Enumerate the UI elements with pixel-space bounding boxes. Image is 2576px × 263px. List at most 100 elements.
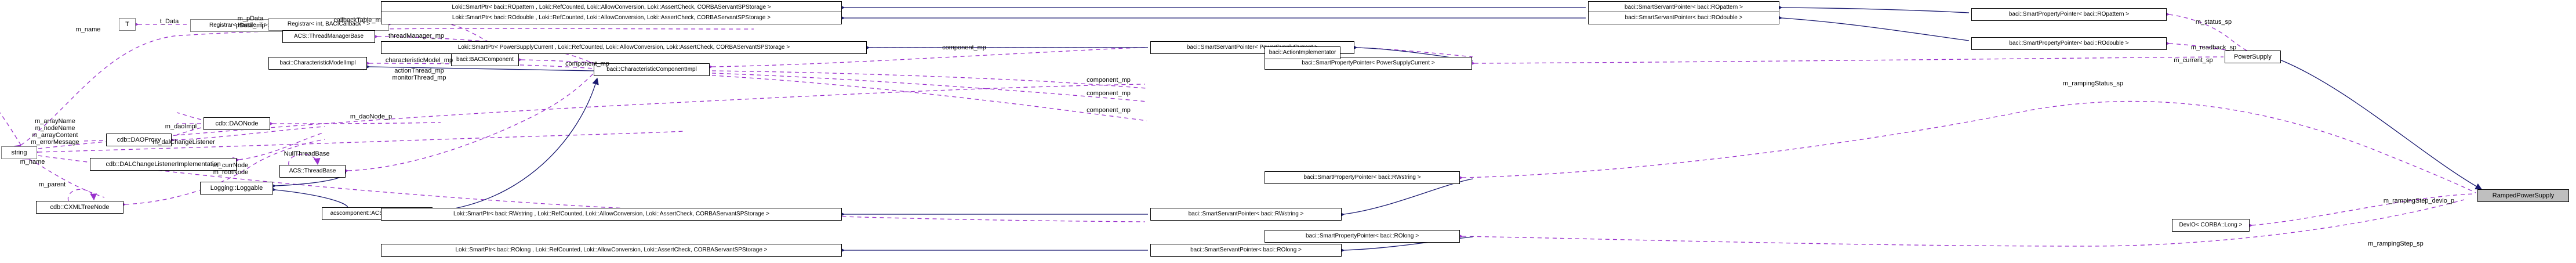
- label-text: component_mp: [1087, 90, 1131, 97]
- label-text: t_Data: [159, 18, 179, 25]
- edge-label-m-name-2: m_name: [20, 159, 45, 165]
- label-text: m_parent: [38, 181, 66, 188]
- label-text: component_mp: [1087, 77, 1131, 84]
- label-text: m_rampingStatus_sp: [2063, 80, 2123, 87]
- node-baci-smartpropertypointer-rodouble[interactable]: baci::SmartPropertyPointer< baci::ROdoub…: [1971, 37, 2167, 50]
- label-text: m_daoNode_p: [350, 113, 393, 120]
- node-baci-smartpropertypointer-rolong[interactable]: baci::SmartPropertyPointer< baci::ROlong…: [1265, 230, 1460, 243]
- edge-label-m-parent: m_parent: [39, 182, 66, 188]
- node-label: baci::SmartPropertyPointer< baci::ROpatt…: [2008, 11, 2130, 17]
- node-label: ACS::ThreadManagerBase: [293, 33, 364, 39]
- node-baci-smartpropertypointer-powersupplycurrent[interactable]: baci::SmartPropertyPointer< PowerSupplyC…: [1265, 57, 1472, 70]
- label-text: component_mp: [942, 44, 986, 51]
- node-label: baci::SmartPropertyPointer< baci::ROlong…: [1305, 233, 1419, 239]
- node-baci-smartpropertypointer-ropattern[interactable]: baci::SmartPropertyPointer< baci::ROpatt…: [1971, 8, 2167, 21]
- label-text: actionThread_mp monitorThread_mp: [392, 67, 446, 81]
- node-cdb-daonode[interactable]: cdb::DAONode: [204, 117, 270, 130]
- node-label: cdb::CXMLTreeNode: [50, 203, 110, 211]
- node-baci-characteristicmodelimpl[interactable]: baci::CharacteristicModelImpl: [268, 57, 367, 70]
- label-text: m_status_sp: [2195, 19, 2232, 26]
- node-label: Loki::SmartPtr< baci::ROdouble , Loki::R…: [452, 15, 771, 21]
- node-label: Logging::Loggable: [210, 184, 263, 192]
- node-label: cdb::DAONode: [215, 120, 259, 127]
- node-cdb-daoproxy[interactable]: cdb::DAOProxy: [106, 134, 172, 146]
- label-text: callbackTable_m: [333, 17, 381, 24]
- node-acs-threadbase[interactable]: ACS::ThreadBase: [279, 165, 346, 178]
- node-label: cdb::DAOProxy: [117, 136, 161, 143]
- node-baci-smartservantpointer-rwstring[interactable]: baci::SmartServantPointer< baci::RWstrin…: [1150, 208, 1342, 221]
- node-label: Loki::SmartPtr< baci::ROpattern , Loki::…: [452, 4, 771, 10]
- node-powersupply[interactable]: PowerSupply: [2225, 51, 2281, 63]
- edge-label-m-currnode-rootnode: m_currNode m_rootNode: [213, 162, 249, 176]
- node-label: Loki::SmartPtr< PowerSupplyCurrent , Lok…: [457, 44, 790, 51]
- node-label: T: [125, 20, 129, 28]
- node-acs-threadmanagerbase[interactable]: ACS::ThreadManagerBase: [282, 30, 375, 43]
- node-label: baci::SmartPropertyPointer< baci::RWstri…: [1303, 174, 1421, 181]
- node-label: baci::ActionImplementator: [1269, 49, 1336, 56]
- label-text: m_dalChangeListener: [152, 139, 215, 146]
- label-text: characteristicModel_mp: [385, 57, 453, 64]
- edge-label-m-daonode-p: m_daoNode_p: [350, 114, 392, 120]
- node-label: baci::SmartServantPointer< baci::RWstrin…: [1188, 211, 1304, 217]
- node-label: PowerSupply: [2234, 53, 2272, 60]
- node-baci-actionimplementator[interactable]: baci::ActionImplementator: [1265, 46, 1340, 59]
- edge-label-m-readback-sp: m_readback_sp: [2191, 45, 2236, 51]
- node-label: ACS::ThreadBase: [289, 168, 336, 174]
- node-loki-smartptr-rwstring[interactable]: Loki::SmartPtr< baci::RWstring , Loki::R…: [381, 208, 842, 221]
- node-label: baci::CharacteristicModelImpl: [279, 60, 356, 66]
- node-label: cdb::DALChangeListenerImplementation: [106, 160, 221, 168]
- label-text: m_currNode m_rootNode: [213, 162, 249, 176]
- label-text: m_current_sp: [2174, 57, 2213, 64]
- node-label: Loki::SmartPtr< baci::ROlong , Loki::Ref…: [455, 247, 768, 253]
- node-label: string: [11, 149, 27, 156]
- node-baci-bacicomponent[interactable]: baci::BACIComponent: [451, 53, 519, 66]
- edge-label-m-rampingstep-sp: m_rampingStep_sp: [2368, 241, 2423, 247]
- node-label: RampedPowerSupply: [2492, 192, 2555, 199]
- label-text: m_arrayName m_nodeName m_arrayContent m_…: [31, 118, 79, 146]
- node-label: baci::SmartServantPointer< PowerSupplyCu…: [1186, 44, 1318, 51]
- label-text: component_mp: [565, 60, 609, 67]
- node-baci-smartservantpointer-rodouble[interactable]: baci::SmartServantPointer< baci::ROdoubl…: [1588, 12, 1779, 24]
- edge-label-m-pdata: m_pData pData_mp: [236, 15, 266, 29]
- node-baci-characteristiccomponentimpl[interactable]: baci::CharacteristicComponentImpl: [594, 63, 710, 76]
- node-string[interactable]: string: [1, 146, 37, 159]
- edge-label-component-mp-4: component_mp: [1087, 91, 1131, 97]
- node-label: acscomponent::ACSComponentImpl: [330, 210, 424, 217]
- label-text: m_name: [75, 26, 101, 33]
- edge-label-t-data: t_Data: [160, 19, 179, 25]
- node-cdb-cxmltreenode[interactable]: cdb::CXMLTreeNode: [36, 201, 123, 214]
- node-label: Registrar< Handle, T >::Element: [209, 22, 293, 28]
- node-devio-corba-long[interactable]: DevIO< CORBA::Long >: [2172, 219, 2250, 232]
- node-baci-smartpropertypointer-rwstring[interactable]: baci::SmartPropertyPointer< baci::RWstri…: [1265, 171, 1460, 184]
- edge-label-m-rampingstatus-sp: m_rampingStatus_sp: [2063, 81, 2123, 87]
- edge-label-m-rampingstep-devio-p: m_rampingStep_devio_p: [2384, 198, 2454, 204]
- node-label: baci::BACIComponent: [456, 56, 514, 63]
- label-text: m_name: [20, 158, 45, 165]
- node-logging-loggable[interactable]: Logging::Loggable: [200, 182, 273, 194]
- edge-label-m-dalchangelistener: m_dalChangeListener: [152, 139, 215, 146]
- node-loki-smartptr-rodouble[interactable]: Loki::SmartPtr< baci::ROdouble , Loki::R…: [381, 12, 842, 24]
- edge-label-m-array-fields: m_arrayName m_nodeName m_arrayContent m_…: [31, 118, 79, 146]
- node-label: baci::SmartPropertyPointer< PowerSupplyC…: [1302, 60, 1435, 66]
- edge-label-m-name-1: m_name: [76, 27, 101, 33]
- node-rampedpowersupply[interactable]: RampedPowerSupply: [2477, 189, 2569, 202]
- label-text: NullThreadBase: [284, 150, 330, 157]
- node-baci-smartservantpointer-rolong[interactable]: baci::SmartServantPointer< baci::ROlong …: [1150, 244, 1342, 257]
- node-loki-smartptr-rolong[interactable]: Loki::SmartPtr< baci::ROlong , Loki::Ref…: [381, 244, 842, 257]
- label-text: m_daoImpl: [165, 123, 197, 130]
- edge-label-m-daoimpl: m_daoImpl: [165, 124, 197, 130]
- node-template-parameter-t[interactable]: T: [119, 18, 136, 31]
- node-label: baci::SmartServantPointer< baci::ROlong …: [1190, 247, 1302, 253]
- edge-label-component-mp-3: component_mp: [1087, 77, 1131, 84]
- node-loki-smartptr-powersupplycurrent[interactable]: Loki::SmartPtr< PowerSupplyCurrent , Lok…: [381, 41, 867, 54]
- label-text: m_rampingStep_devio_p: [2383, 197, 2455, 204]
- edge-label-component-mp-5: component_mp: [1087, 107, 1131, 114]
- node-label: DevIO< CORBA::Long >: [2179, 222, 2243, 228]
- label-text: m_readback_sp: [2190, 44, 2237, 51]
- label-text: m_pData pData_mp: [235, 15, 266, 29]
- node-label: Registrar< int, BACICallback * >: [287, 21, 370, 27]
- node-label: baci::CharacteristicComponentImpl: [606, 66, 697, 73]
- node-cdb-dalchangelistenerimplementation[interactable]: cdb::DALChangeListenerImplementation: [90, 158, 237, 171]
- node-label: baci::SmartPropertyPointer< baci::ROdoub…: [2009, 40, 2129, 46]
- edge-label-component-mp-2: component_mp: [942, 45, 986, 51]
